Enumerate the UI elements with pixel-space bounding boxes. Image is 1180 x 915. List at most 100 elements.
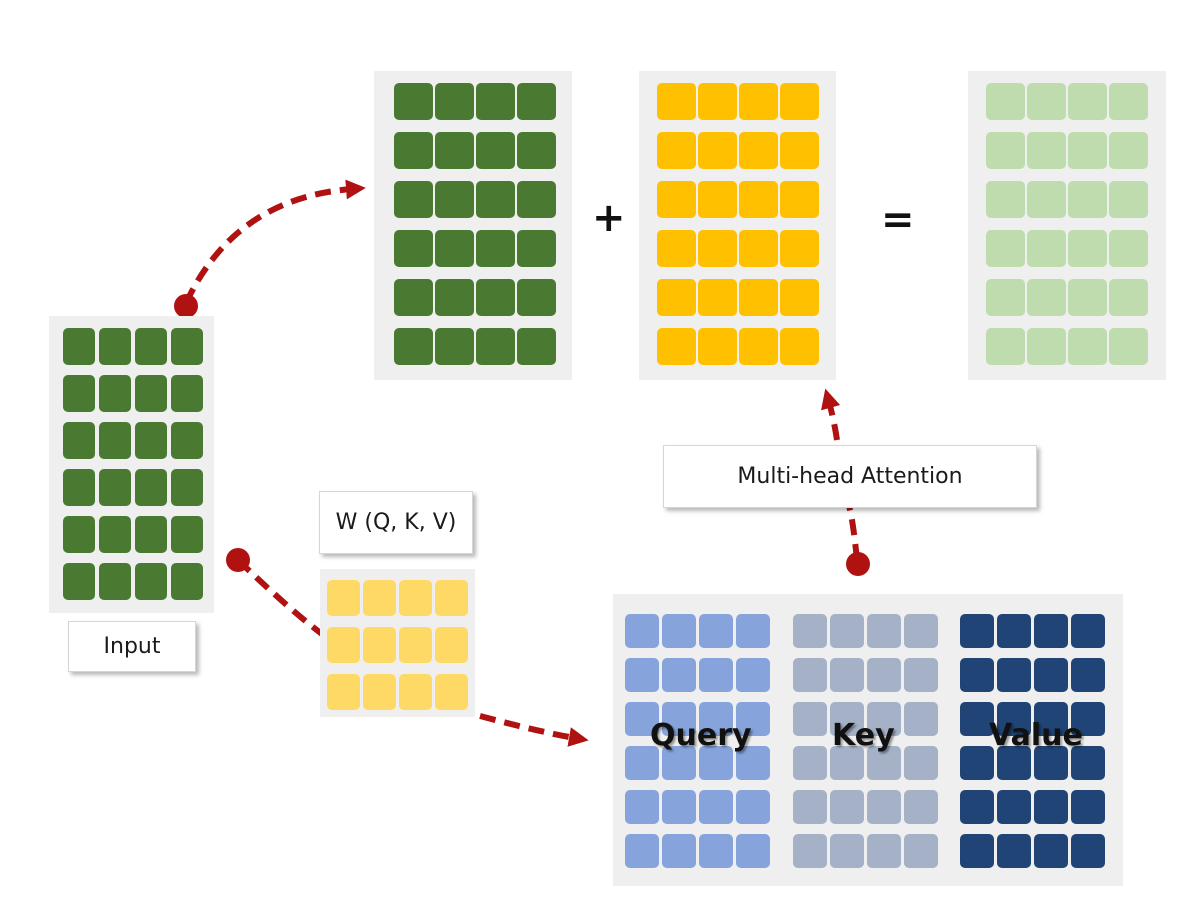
matrix-cell — [904, 746, 938, 780]
matrix-cell — [1109, 83, 1148, 120]
matrix-cell — [476, 132, 515, 169]
matrix-cell — [135, 375, 167, 412]
qkv-to-attention-start-dot — [846, 552, 870, 576]
matrix-cell — [780, 230, 819, 267]
attention-output-panel — [639, 71, 836, 380]
matrix-cell — [867, 790, 901, 824]
matrix-cell — [1034, 790, 1068, 824]
matrix-cell — [625, 790, 659, 824]
matrix-cell — [736, 746, 770, 780]
matrix-cell — [960, 834, 994, 868]
matrix-cell — [793, 834, 827, 868]
matrix-cell — [739, 279, 778, 316]
matrix-cell — [960, 614, 994, 648]
matrix-cell — [960, 702, 994, 736]
matrix-cell — [63, 328, 95, 365]
qkv-to-attention-arrow — [846, 505, 860, 561]
matrix-cell — [1027, 230, 1066, 267]
matrix-cell — [736, 834, 770, 868]
matrix-cell — [476, 181, 515, 218]
matrix-cell — [435, 674, 468, 710]
matrix-cell — [99, 422, 131, 459]
matrix-cell — [739, 181, 778, 218]
matrix-cell — [399, 627, 432, 663]
matrix-cell — [867, 658, 901, 692]
matrix-cell — [699, 834, 733, 868]
matrix-cell — [904, 658, 938, 692]
matrix-cell — [867, 746, 901, 780]
matrix-cell — [435, 83, 474, 120]
matrix-cell — [662, 614, 696, 648]
query-matrix — [625, 614, 770, 868]
matrix-cell — [736, 658, 770, 692]
matrix-cell — [625, 658, 659, 692]
matrix-cell — [780, 328, 819, 365]
matrix-cell — [517, 83, 556, 120]
matrix-cell — [780, 132, 819, 169]
matrix-cell — [625, 702, 659, 736]
matrix-cell — [1027, 83, 1066, 120]
matrix-cell — [1109, 132, 1148, 169]
input-to-qkv-arrow — [235, 557, 324, 637]
attention-to-output-arrow — [821, 388, 841, 441]
matrix-cell — [780, 181, 819, 218]
matrix-cell — [830, 834, 864, 868]
matrix-cell — [698, 328, 737, 365]
input-to-qkv-start-dot — [226, 548, 250, 572]
matrix-cell — [1027, 181, 1066, 218]
matrix-cell — [997, 658, 1031, 692]
matrix-cell — [739, 132, 778, 169]
matrix-cell — [517, 279, 556, 316]
matrix-cell — [657, 181, 696, 218]
matrix-cell — [986, 230, 1025, 267]
matrix-cell — [517, 181, 556, 218]
matrix-cell — [1034, 834, 1068, 868]
matrix-cell — [793, 790, 827, 824]
matrix-cell — [739, 230, 778, 267]
matrix-cell — [394, 279, 433, 316]
matrix-cell — [476, 83, 515, 120]
input-matrix-panel — [49, 316, 214, 613]
matrix-cell — [793, 614, 827, 648]
matrix-cell — [1027, 279, 1066, 316]
weights-matrix-panel — [320, 569, 475, 717]
weights-matrix — [327, 580, 468, 710]
matrix-cell — [960, 790, 994, 824]
matrix-cell — [394, 132, 433, 169]
matrix-cell — [327, 674, 360, 710]
matrix-cell — [904, 614, 938, 648]
matrix-cell — [997, 746, 1031, 780]
matrix-cell — [736, 702, 770, 736]
matrix-cell — [363, 627, 396, 663]
matrix-cell — [1027, 328, 1066, 365]
matrix-cell — [394, 83, 433, 120]
matrix-cell — [736, 614, 770, 648]
matrix-cell — [435, 132, 474, 169]
matrix-cell — [327, 580, 360, 616]
matrix-cell — [517, 328, 556, 365]
matrix-cell — [698, 83, 737, 120]
matrix-cell — [662, 702, 696, 736]
matrix-cell — [960, 746, 994, 780]
matrix-cell — [435, 627, 468, 663]
matrix-cell — [1109, 230, 1148, 267]
attention-output-matrix — [657, 83, 819, 365]
matrix-cell — [1068, 230, 1107, 267]
matrix-cell — [830, 790, 864, 824]
matrix-cell — [997, 790, 1031, 824]
matrix-cell — [1068, 279, 1107, 316]
matrix-cell — [517, 230, 556, 267]
matrix-cell — [1071, 746, 1105, 780]
matrix-cell — [171, 563, 203, 600]
matrix-cell — [625, 614, 659, 648]
matrix-cell — [736, 790, 770, 824]
residual-matrix-panel — [374, 71, 572, 380]
matrix-cell — [171, 328, 203, 365]
matrix-cell — [986, 328, 1025, 365]
matrix-cell — [739, 328, 778, 365]
matrix-cell — [63, 469, 95, 506]
equals-operator: = — [881, 197, 915, 243]
matrix-cell — [780, 83, 819, 120]
matrix-cell — [986, 279, 1025, 316]
